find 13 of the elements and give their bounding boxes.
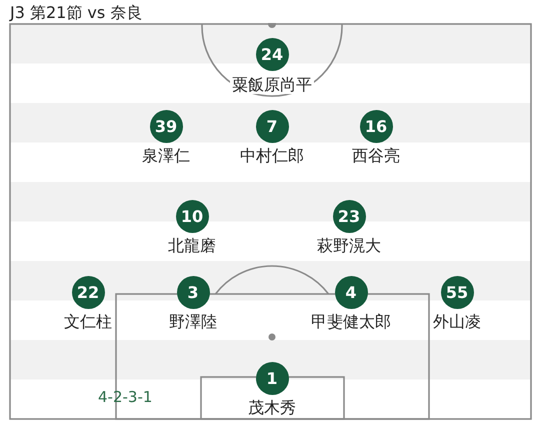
player-name: 中村仁郎	[238, 146, 306, 164]
player-name: 泉澤仁	[140, 146, 192, 164]
player-name: 粟飯原尚平	[230, 74, 314, 94]
player-name: 西谷亮	[350, 146, 402, 164]
player-name: 北龍磨	[166, 236, 218, 254]
player-name: 萩野滉大	[315, 236, 383, 254]
player-name: 外山凌	[431, 312, 483, 330]
title: J3 第21節 vs 奈良	[10, 3, 142, 22]
player-name: 野澤陸	[167, 312, 219, 330]
player-name: 甲斐健太郎	[309, 312, 393, 330]
player-name: 文仁柱	[62, 312, 114, 330]
formation-label: 4-2-3-1	[98, 388, 152, 406]
player-name: 茂木秀	[246, 398, 298, 416]
